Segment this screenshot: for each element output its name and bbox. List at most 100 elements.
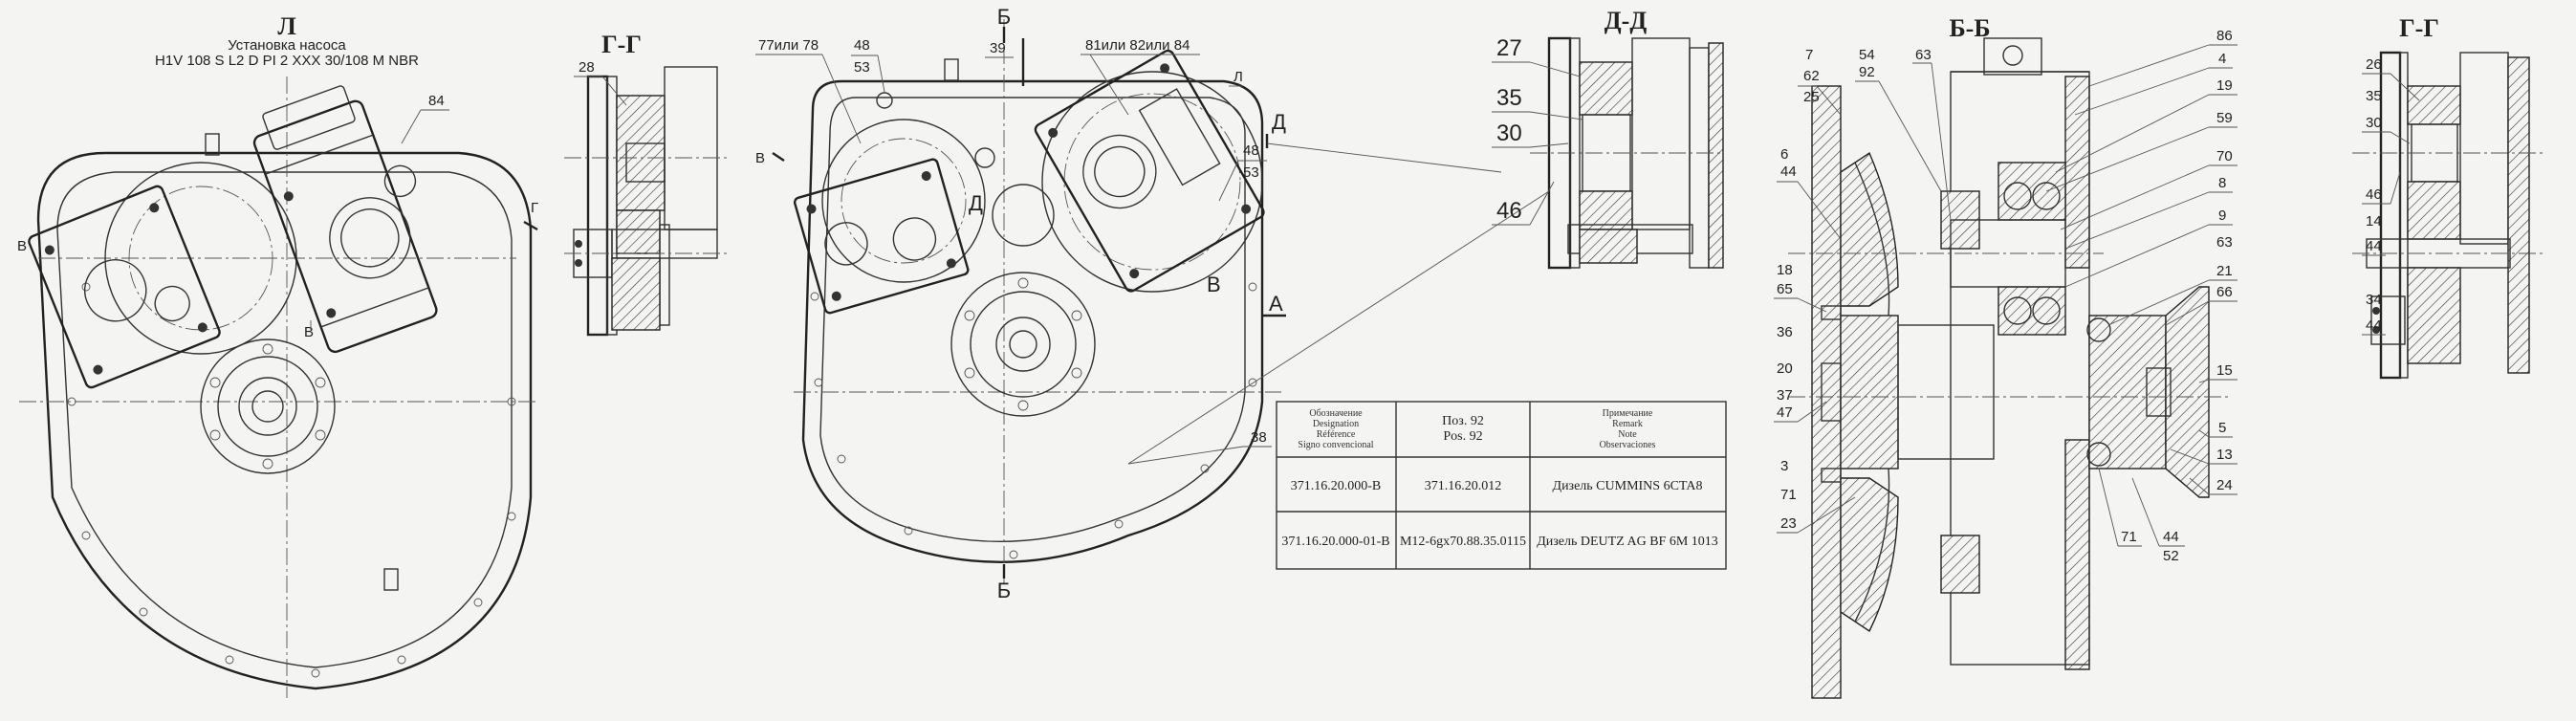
callout-b-top: Б [997,5,1011,29]
callout-34: 34 [2366,292,2382,308]
view-bb: Б-Б [1774,14,2238,699]
callout-g: Г [531,200,538,216]
bearings [2003,182,2111,467]
callout-21: 21 [2216,263,2233,279]
front-gear-right [1041,71,1263,293]
callout-28: 28 [579,59,595,76]
callout-35-gg2: 35 [2366,88,2382,104]
view-gg2-title: Г-Г [2399,14,2439,42]
callout-71-right: 71 [2121,529,2137,545]
front-pump-right [1034,49,1265,293]
table-header-remark-en: Remark [1612,419,1643,429]
callout-d-mid: Д [969,191,983,215]
top-plug [205,133,220,156]
table-row-2-designation: 371.16.20.000-01-В [1281,535,1389,549]
table-row-1-designation: 371.16.20.000-В [1291,479,1382,493]
view-dd-title: Д-Д [1605,7,1648,34]
front-lower-flange [950,272,1096,417]
callout-48-top: 48 [854,37,870,54]
callout-53-right: 53 [1243,164,1259,181]
table-header-remark-ru: Примечание [1603,408,1653,419]
callout-13: 13 [2216,447,2233,463]
callout-8: 8 [2218,175,2226,191]
callout-6: 6 [1780,146,1788,163]
view-dd: Д-Д 27 35 30 46 [1492,7,1724,270]
callout-b-bottom: Б [997,579,1011,602]
callout-63-right: 63 [2216,234,2233,251]
callout-35: 35 [1496,85,1522,111]
callout-62: 62 [1803,68,1820,84]
front-housing [801,79,1264,563]
callout-4: 4 [2218,51,2226,67]
callout-18: 18 [1777,262,1793,278]
pump-plate-left [28,185,221,389]
callout-7: 7 [1805,47,1813,63]
coupling-lower [1840,477,1899,633]
callout-46: 46 [1496,198,1522,224]
callout-86: 86 [2216,28,2233,44]
callout-59: 59 [2216,110,2233,126]
callout-92: 92 [1859,64,1875,80]
view-l-spec: H1V 108 S L2 D PI 2 XXX 30/108 M NBR [155,53,419,69]
callout-3: 3 [1780,458,1788,474]
table-row-2-remark: Дизель DEUTZ AG BF 6M 1013 [1537,535,1718,549]
callout-v-mid: В [1207,273,1221,296]
callout-52: 52 [2163,548,2179,564]
callout-5: 5 [2218,420,2226,436]
coupling-upper [1840,151,1899,307]
table-header-pos-en: Pos. 92 [1443,429,1482,444]
front-gear-left [821,119,986,283]
callout-70: 70 [2216,148,2233,164]
callout-20: 20 [1777,360,1793,377]
callout-23: 23 [1780,515,1797,532]
callout-26: 26 [2366,56,2382,73]
callout-44-right: 44 [2163,529,2179,545]
callout-37: 37 [1777,387,1793,404]
designation-table: Обозначение Designation Référence Signo … [1276,401,1727,570]
callout-53-top: 53 [854,59,870,76]
edge-bolts [67,282,516,678]
callout-39: 39 [990,40,1006,56]
table-header-remark-fr: Note [1618,429,1637,440]
view-l-title: Л [277,12,295,40]
callout-46-gg2: 46 [2366,186,2382,203]
view-gg-2: Г-Г 26 35 30 46 14 44 34 44 [2352,14,2543,380]
pump-body-right [252,85,438,354]
table-row-1-remark: Дизель CUMMINS 6CTA8 [1553,479,1703,493]
callout-44-gg2-a: 44 [2366,238,2382,254]
callout-44-left: 44 [1780,164,1797,180]
callout-36: 36 [1777,324,1793,340]
front-edge-bolts [810,282,1257,559]
view-l-subtitle: Установка насоса [228,37,346,54]
callout-24: 24 [2216,477,2233,493]
housing-outline [36,151,533,690]
callout-25: 25 [1803,89,1820,105]
view-gg-1: Г-Г 28 [564,31,727,337]
table-header-designation-fr: Référence [1317,429,1356,440]
callout-47: 47 [1777,404,1793,421]
lower-flange [200,339,336,474]
callout-65: 65 [1777,281,1793,297]
callout-a: А [1269,292,1283,316]
callout-38: 38 [1251,429,1267,446]
table-header-designation-en: Designation [1313,419,1359,429]
view-l: Л Установка насоса H1V 108 S L2 D PI 2 X… [17,12,538,698]
front-idler [992,184,1055,247]
table-header-remark-es: Observaciones [1600,440,1656,450]
callout-l: Л [1233,69,1243,85]
bb-left-callouts: 7 62 25 54 92 63 6 44 18 65 36 20 37 47 … [1774,47,1952,534]
view-bb-title: Б-Б [1949,14,1990,42]
callout-v-left: В [17,238,27,254]
callout-77-78: 77или 78 [758,37,819,54]
callout-84: 84 [428,93,445,109]
callout-27: 27 [1496,35,1522,61]
callout-81-82-84: 81или 82или 84 [1085,37,1190,54]
callout-30-gg2: 30 [2366,115,2382,131]
callout-d-right: Д [1272,110,1286,134]
callout-71-left: 71 [1780,487,1797,503]
bb-right-callouts: 86 4 19 59 70 8 9 63 21 66 15 5 13 24 71… [2045,28,2238,564]
callout-30: 30 [1496,120,1522,146]
view-front: Б Б 77или 78 48 53 39 81или 82или 84 Л Д… [755,5,1550,602]
callout-63-left: 63 [1915,47,1932,63]
